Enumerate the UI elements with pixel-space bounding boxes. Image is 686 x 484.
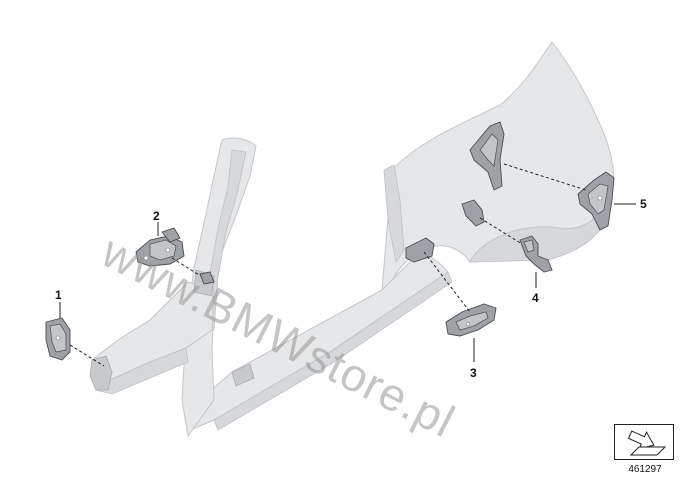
part-4-bracket[interactable]: [519, 235, 553, 273]
sill-lower-face: [213, 271, 453, 431]
callout-2[interactable]: 2: [153, 209, 160, 223]
reference-icon-box: [614, 424, 674, 460]
part-3-bracket[interactable]: [445, 303, 497, 337]
part-5-dashed-line: [503, 163, 587, 191]
part-2-dashed-line: [171, 257, 205, 279]
callout-5[interactable]: 5: [640, 197, 647, 211]
part-2-bracket[interactable]: [135, 227, 185, 267]
rear-pillar-ridge: [383, 164, 405, 264]
a-pillar-inner: [205, 149, 247, 331]
reference-number: 461297: [628, 464, 662, 475]
body-side-frame: [89, 41, 615, 438]
part-5-mount-plate: [469, 121, 505, 191]
part-1-dashed-line: [69, 344, 105, 367]
front-rail-end: [89, 355, 113, 391]
part-3-dashed-line: [423, 251, 471, 313]
front-rail-face: [93, 347, 189, 395]
callout-4[interactable]: 4: [532, 291, 539, 305]
part-2-mount-clip: [199, 271, 215, 285]
part-3-mount-plate: [405, 237, 435, 263]
part-1-bracket[interactable]: [45, 317, 71, 361]
wheel-arch: [469, 199, 611, 263]
part-4-dashed-line: [479, 217, 523, 245]
orientation-arrow-icon: [627, 430, 667, 456]
side-sill: [185, 251, 449, 431]
sill-rib: [231, 363, 255, 387]
callout-1[interactable]: 1: [55, 288, 62, 302]
part-5-bracket[interactable]: [577, 171, 615, 231]
callout-3[interactable]: 3: [470, 366, 477, 380]
part-4-mount-clip: [461, 199, 485, 227]
